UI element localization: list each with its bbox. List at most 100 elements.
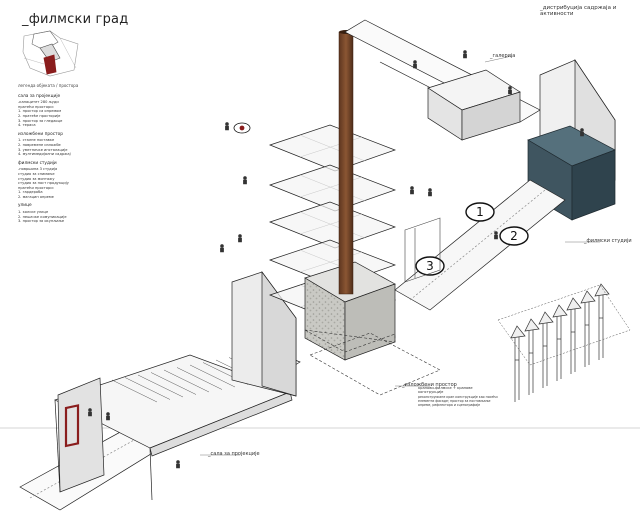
studio-number-label: 1 bbox=[476, 205, 484, 219]
seat-row bbox=[163, 369, 210, 393]
activity-icon bbox=[220, 244, 224, 253]
legend-item: 2. повремене изложбе bbox=[18, 142, 61, 147]
legend-item: студио за монтажу bbox=[18, 176, 55, 181]
studio-number-circle bbox=[465, 202, 495, 222]
legend-item: 4. мултимедијални садржај bbox=[18, 152, 71, 157]
legend-section-title: улице bbox=[18, 203, 32, 209]
studio-dark-block bbox=[527, 125, 616, 221]
stone-base bbox=[304, 261, 396, 361]
studio-number-circle bbox=[499, 226, 529, 246]
crane-column bbox=[538, 311, 554, 388]
legend-item: 2. пешачке комуникације bbox=[18, 214, 67, 219]
legend-item: -капацитет 280 људи bbox=[18, 100, 59, 105]
seating-rows bbox=[111, 354, 288, 403]
seat-row bbox=[189, 364, 236, 388]
crane-column bbox=[524, 318, 540, 395]
crane-column bbox=[594, 283, 610, 360]
studio-number-label: 2 bbox=[510, 229, 518, 243]
gable-house bbox=[539, 58, 616, 181]
activity-icon bbox=[243, 176, 247, 185]
leader-lines bbox=[200, 55, 600, 456]
crane-column bbox=[510, 325, 526, 402]
projection-hall bbox=[54, 354, 293, 501]
activity-pictograms bbox=[88, 50, 584, 469]
crane-base bbox=[497, 284, 631, 366]
activity-icon bbox=[413, 60, 417, 69]
legend-item: 3. простор за окупљање bbox=[18, 219, 65, 224]
label-exhibition: _изложбени простор bbox=[402, 382, 457, 388]
floor-grid-line bbox=[299, 286, 363, 308]
legend-item: 3. уметничке инсталације bbox=[18, 147, 68, 152]
gable-wall bbox=[231, 270, 297, 397]
seat-row bbox=[111, 379, 158, 403]
legend: легенда објеката / простора сала за прој… bbox=[18, 83, 106, 229]
legend-item: 1. гардероба bbox=[18, 190, 43, 195]
label-projection-hall: _сала за пројекције bbox=[208, 451, 260, 457]
crane-structures bbox=[510, 283, 610, 402]
gallery-box bbox=[427, 69, 521, 141]
legend-section-title: изложбени простор bbox=[18, 131, 63, 137]
floor-grid-line bbox=[299, 213, 363, 235]
floor-grid-line bbox=[299, 284, 366, 312]
label-cranes-desc: реконструисане кран конструкције као нос… bbox=[418, 395, 498, 407]
label-studios: _филмски студији bbox=[584, 238, 632, 244]
label-gallery: _галерија bbox=[490, 53, 516, 59]
activity-icon bbox=[88, 408, 92, 417]
exhibition-floor-slab bbox=[268, 124, 397, 172]
exhibition-floor-slab bbox=[268, 239, 397, 287]
legend-item: 3. простор за гледаоце bbox=[18, 118, 63, 123]
seat-row bbox=[215, 359, 262, 383]
seat-row bbox=[202, 362, 249, 385]
legend-item: студио за снимање bbox=[18, 171, 55, 176]
activity-icon bbox=[580, 128, 584, 137]
legend-section-exhibition: изложбени простор 1. сталне поставке 2. … bbox=[18, 131, 106, 157]
legend-section-streets: улице 1. колске улице 2. пешачке комуник… bbox=[18, 204, 106, 223]
seat-row bbox=[228, 357, 275, 380]
legend-item: пратећи простори: bbox=[18, 185, 54, 190]
floor-grid-line bbox=[299, 249, 366, 277]
activity-icon bbox=[238, 234, 242, 243]
film-icon bbox=[233, 122, 251, 134]
activity-icon bbox=[494, 231, 498, 240]
studio-number-markers: 1 2 3 bbox=[415, 202, 529, 276]
seat-row bbox=[124, 377, 171, 400]
seat-row bbox=[176, 367, 223, 390]
legend-item: пратећи простори: bbox=[18, 104, 54, 109]
site-plan-thumbnail bbox=[22, 30, 79, 77]
chimney bbox=[338, 30, 354, 295]
floor-grid-line bbox=[299, 211, 366, 239]
legend-item: 4. тераса bbox=[18, 123, 36, 128]
exhibition-floors bbox=[268, 124, 397, 322]
legend-section-title: сала за пројекције bbox=[18, 93, 61, 99]
label-cranes: кранови-филмске + кранове конструкције bbox=[418, 386, 473, 395]
legend-title: легенда објеката / простора bbox=[18, 83, 79, 88]
activity-icon bbox=[428, 188, 432, 197]
studio-number-label: 3 bbox=[426, 259, 434, 273]
exhibition-floor-slab bbox=[268, 201, 397, 249]
page-title: _филмски град bbox=[22, 12, 129, 27]
legend-section-title: филмски студији bbox=[18, 160, 57, 166]
legend-item: 2. магацин опреме bbox=[18, 194, 54, 199]
activity-icon bbox=[410, 186, 414, 195]
legend-item: 2. пратеће просторије bbox=[18, 113, 61, 118]
gallery-band bbox=[344, 19, 541, 123]
seat-row bbox=[137, 374, 184, 398]
floor-grid-line bbox=[299, 176, 363, 198]
studio-number-circle bbox=[415, 256, 445, 276]
glass-frame bbox=[404, 217, 441, 283]
crane-column bbox=[580, 290, 596, 367]
distribution-label: _дистрибуција садржаја и активности bbox=[540, 5, 617, 17]
exhibition-floor-slab bbox=[268, 274, 397, 322]
activity-icon bbox=[176, 460, 180, 469]
floor-grid-line bbox=[299, 174, 366, 202]
seat-row bbox=[241, 354, 288, 378]
legend-item: -површина 3 студија bbox=[18, 167, 58, 172]
exhibition-floor-slab bbox=[268, 164, 397, 212]
projection-screen-frame bbox=[64, 404, 80, 448]
legend-section-studios: филмски студији -површина 3 студија студ… bbox=[18, 160, 106, 200]
crane-column bbox=[566, 297, 582, 374]
legend-item: 1. колске улице bbox=[18, 210, 49, 215]
floor-grid-line bbox=[299, 134, 366, 162]
floor-grid-line bbox=[299, 136, 363, 158]
legend-item: 1. простор са опремом bbox=[18, 109, 62, 114]
